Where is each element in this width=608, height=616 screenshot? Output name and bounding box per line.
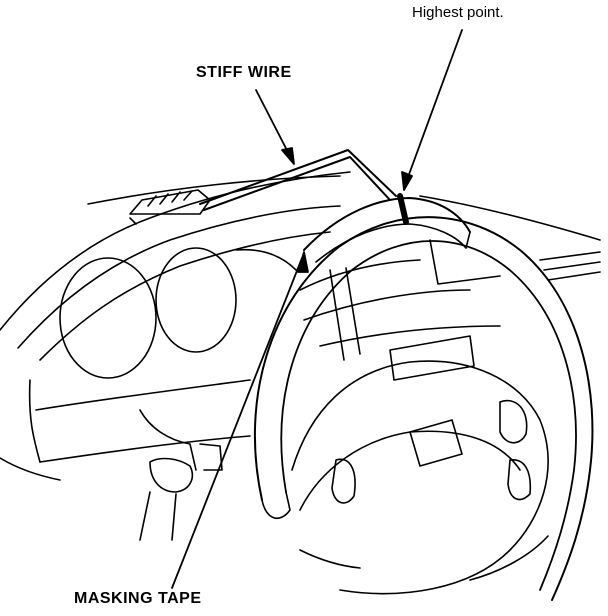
radio-panel — [390, 336, 474, 380]
highest-point-leader — [404, 30, 462, 188]
airbag-emblem — [410, 420, 462, 466]
masking-tape-label: MASKING TAPE — [74, 590, 202, 607]
speedometer-gauge — [60, 258, 156, 378]
steering-wheel — [255, 196, 593, 600]
leader-arrows — [172, 30, 462, 588]
gauge-bezel — [236, 250, 296, 270]
dashboard-top-edge — [88, 176, 600, 240]
dash-vent — [130, 190, 210, 224]
masking-tape-arrowhead — [298, 252, 308, 272]
masking-tape-mark — [400, 196, 406, 222]
stiff-wire — [200, 150, 396, 210]
gauges — [60, 248, 296, 378]
highest-point-arrowhead — [402, 172, 412, 190]
lower-dash — [0, 380, 250, 540]
highest-point-label: Highest point. — [412, 4, 504, 21]
instrument-cluster-hood — [0, 172, 350, 360]
masking-tape-leader — [172, 258, 302, 588]
center-dash — [300, 240, 600, 380]
stiff-wire-label: STIFF WIRE — [196, 64, 292, 81]
right-spoke-button — [500, 401, 527, 443]
stiff-wire-arrowhead — [282, 148, 294, 164]
left-spoke-button — [332, 459, 355, 503]
tachometer-gauge — [156, 248, 236, 352]
